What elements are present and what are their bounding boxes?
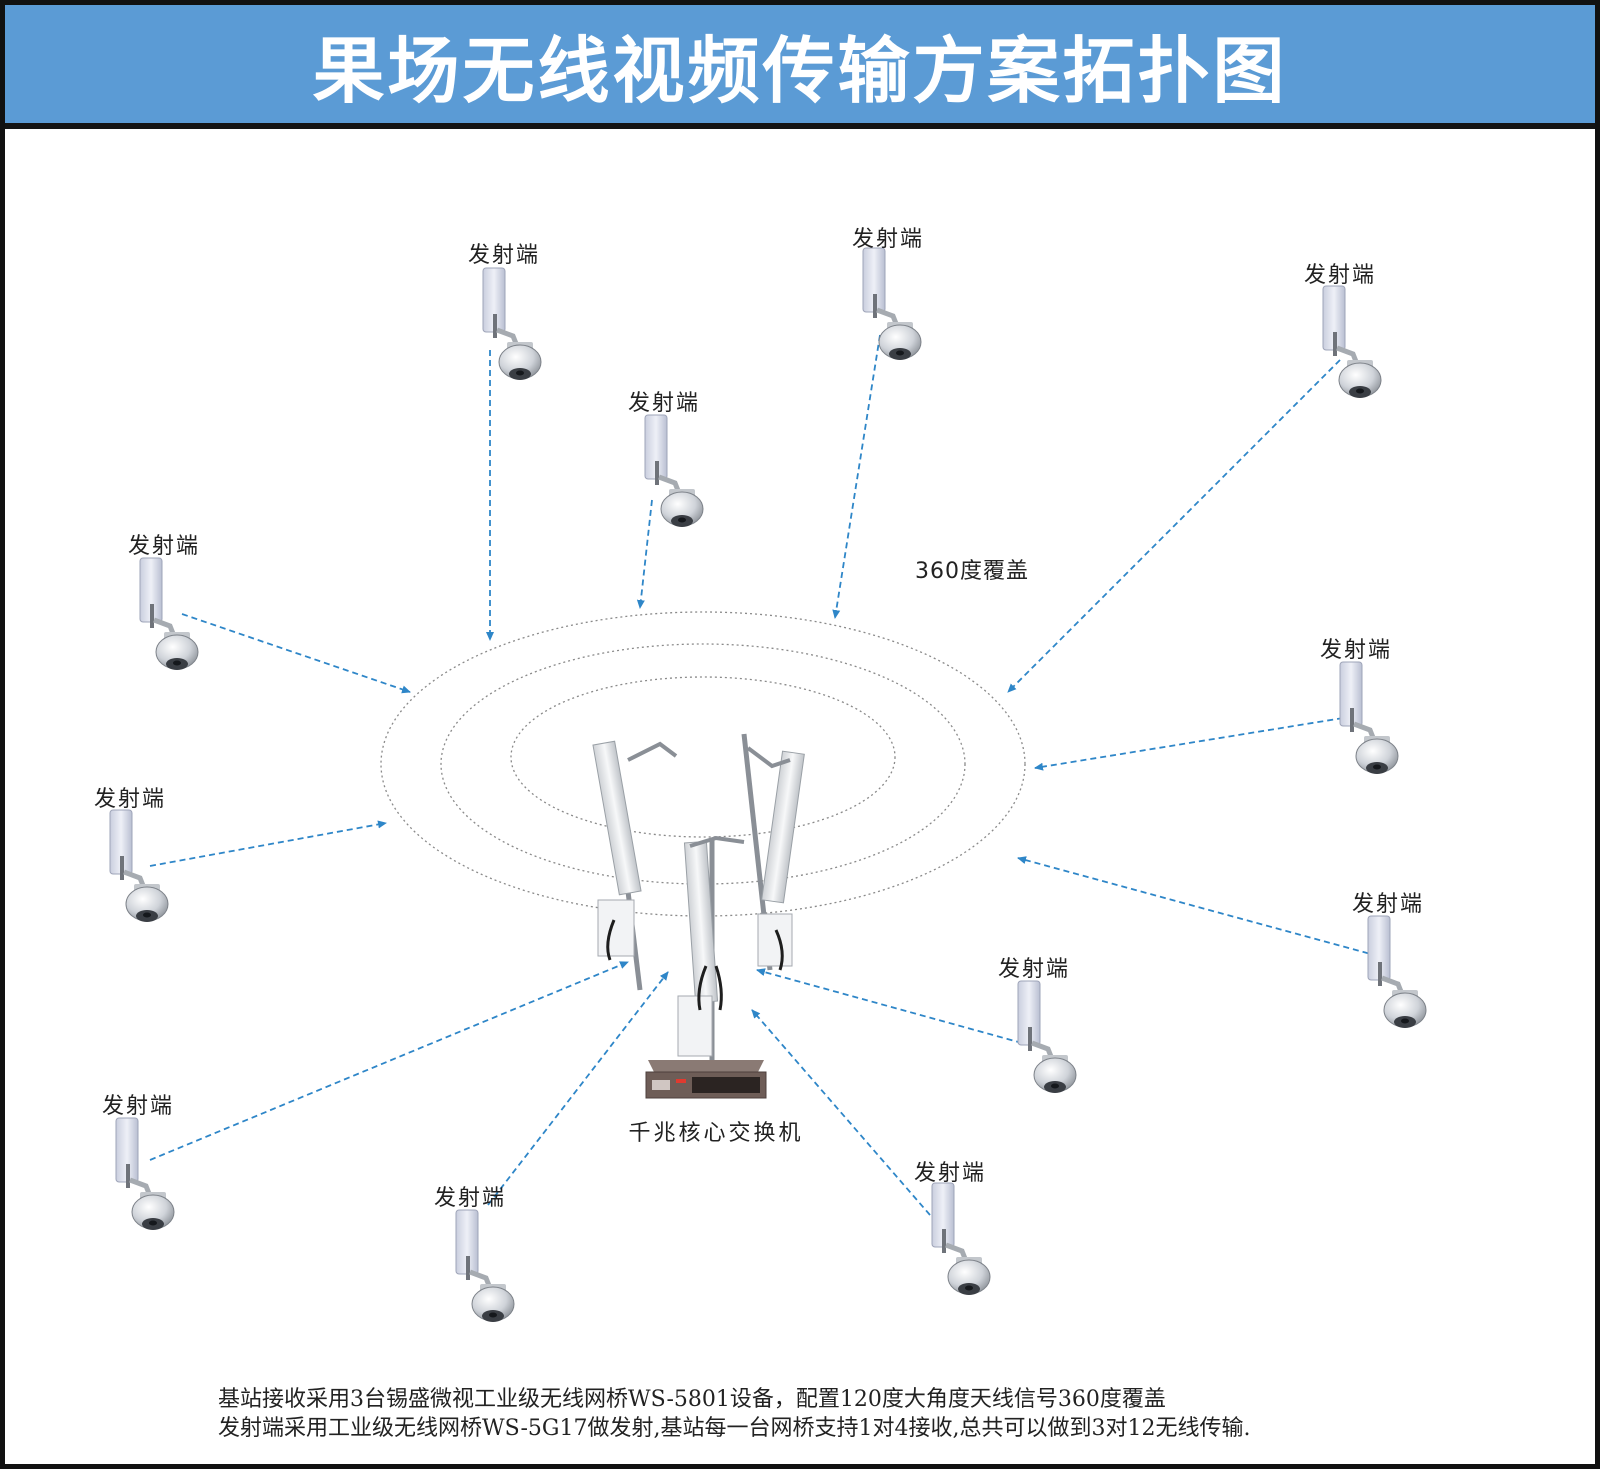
transmitter-label-12: 发射端 — [434, 1186, 506, 1211]
transmitter-node-4 — [644, 414, 704, 527]
description-line-2: 发射端采用工业级无线网桥WS-5G17做发射,基站每一台网桥支持1对4接收,总共… — [218, 1416, 1251, 1441]
transmitter-node-3 — [1322, 285, 1382, 398]
transmitter-node-8 — [1367, 915, 1427, 1028]
transmitter-node-2 — [862, 247, 922, 360]
transmitter-label-1: 发射端 — [468, 243, 540, 268]
transmitter-label-2: 发射端 — [852, 227, 924, 252]
bridge-antenna-with-dome-camera-icon — [115, 1117, 175, 1230]
transmitter-label-9: 发射端 — [998, 957, 1070, 982]
transmitter-label-7: 发射端 — [1320, 638, 1392, 663]
wireless-link-4 — [636, 499, 653, 609]
bridge-antenna-with-dome-camera-icon — [1322, 285, 1382, 398]
transmitter-label-4: 发射端 — [628, 391, 700, 416]
wireless-link-5 — [181, 613, 411, 694]
wireless-link-7 — [1034, 717, 1344, 771]
bridge-antenna-with-dome-camera-icon — [862, 247, 922, 360]
description-note: 基站接收采用3台锡盛微视工业级无线网桥WS-5801设备，配置120度大角度天线… — [218, 1385, 1578, 1443]
transmitter-node-5 — [139, 557, 199, 670]
bridge-antenna-with-dome-camera-icon — [1017, 980, 1077, 1093]
switch-label: 千兆核心交换机 — [628, 1121, 803, 1146]
transmitter-node-9 — [1017, 980, 1077, 1093]
transmitter-node-11 — [931, 1182, 991, 1295]
coverage-label: 360度覆盖 — [915, 559, 1029, 584]
transmitter-node-6 — [109, 809, 169, 922]
transmitter-label-8: 发射端 — [1352, 892, 1424, 917]
base-station: 千兆核心交换机 360度覆盖 — [592, 559, 1029, 1146]
title-banner: 果场无线视频传输方案拓扑图 — [5, 5, 1595, 129]
wireless-link-2 — [832, 334, 881, 619]
transmitter-label-6: 发射端 — [94, 787, 166, 812]
wireless-link-6 — [149, 820, 387, 867]
bridge-antenna-with-dome-camera-icon — [644, 414, 704, 527]
bridge-antenna-with-dome-camera-icon — [482, 267, 542, 380]
description-line-1: 基站接收采用3台锡盛微视工业级无线网桥WS-5801设备，配置120度大角度天线… — [218, 1387, 1166, 1412]
bridge-antenna-with-dome-camera-icon — [109, 809, 169, 922]
transmitter-label-10: 发射端 — [102, 1094, 174, 1119]
wireless-link-9 — [756, 968, 1023, 1044]
wireless-links — [149, 334, 1379, 1216]
bridge-antenna-with-dome-camera-icon — [1367, 915, 1427, 1028]
coverage-ring-inner — [510, 676, 896, 838]
transmitter-label-5: 发射端 — [128, 534, 200, 559]
coverage-ring-outer — [380, 611, 1026, 917]
transmitter-node-7 — [1339, 661, 1399, 774]
bridge-antenna-with-dome-camera-icon — [455, 1209, 515, 1322]
transmitter-node-1 — [482, 267, 542, 380]
wireless-link-11 — [751, 1009, 931, 1216]
wireless-link-12 — [487, 971, 669, 1206]
transmitter-node-10 — [115, 1117, 175, 1230]
transmitter-label-11: 发射端 — [914, 1161, 986, 1186]
page-title: 果场无线视频传输方案拓扑图 — [312, 28, 1288, 113]
bridge-antenna-with-dome-camera-icon — [1339, 661, 1399, 774]
wireless-link-10 — [149, 961, 629, 1161]
sector-antenna-tower-icon — [592, 733, 805, 1070]
wireless-link-8 — [1017, 856, 1379, 957]
network-switch-icon — [645, 1060, 767, 1099]
wireless-link-3 — [1007, 359, 1341, 693]
transmitter-node-12 — [455, 1209, 515, 1322]
bridge-antenna-with-dome-camera-icon — [931, 1182, 991, 1295]
transmitter-label-3: 发射端 — [1304, 263, 1376, 288]
bridge-antenna-with-dome-camera-icon — [139, 557, 199, 670]
